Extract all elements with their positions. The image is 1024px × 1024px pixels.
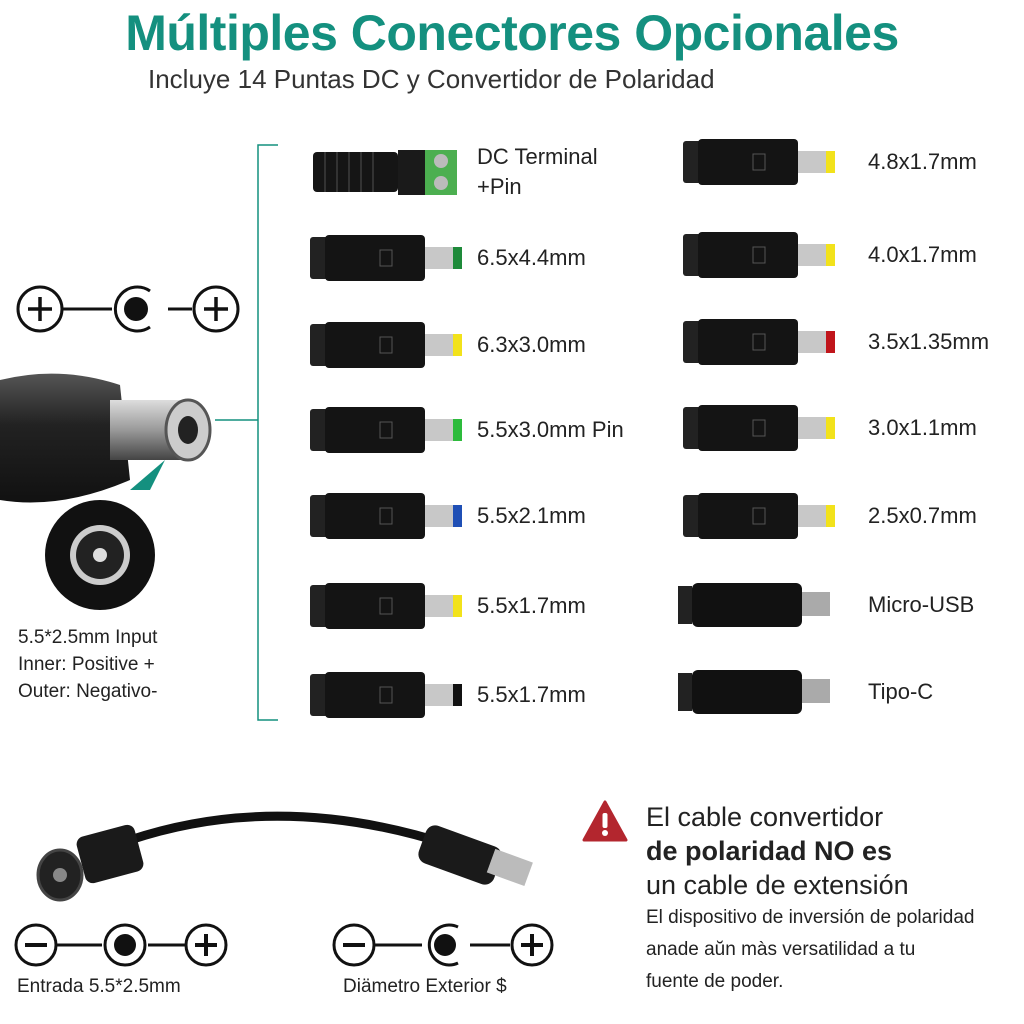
connector-label: 6.5x4.4mm: [477, 245, 586, 270]
connector-label: 3.0x1.1mm: [868, 415, 977, 440]
bracket-lines: [215, 144, 278, 721]
inner-polarity: Inner: Positive +: [18, 654, 155, 675]
connector-label: 3.5x1.35mm: [868, 329, 990, 354]
warning-body-2: anade aŭn màs versatilidad a tu: [646, 939, 916, 960]
barrel-connector-image: [310, 672, 462, 718]
polarity-cable-image: [36, 811, 533, 902]
barrel-connector-image: [310, 583, 462, 629]
output-polarity-symbol: [332, 923, 554, 967]
connector-label: 5.5x1.7mm: [477, 682, 586, 707]
connector-label: 4.8x1.7mm: [868, 149, 977, 174]
connector-label: 6.3x3.0mm: [477, 332, 586, 357]
connector-label: DC Terminal +Pin: [477, 144, 598, 199]
terminal-connector-image: [313, 150, 457, 195]
usb-connector-image: [678, 670, 830, 714]
warning-body-3: fuente de poder.: [646, 971, 784, 992]
barrel-connector-image: [310, 407, 462, 453]
barrel-connector-image: [683, 405, 835, 451]
dc-plug-image: [0, 373, 212, 610]
connector-label: 5.5x3.0mm Pin: [477, 417, 624, 442]
page-subtitle: Incluye 14 Puntas DC y Convertidor de Po…: [148, 64, 715, 94]
barrel-connector-image: [310, 322, 462, 368]
connector-label: 4.0x1.7mm: [868, 242, 977, 267]
barrel-connector-image: [683, 493, 835, 539]
output-caption: Diämetro Exterior $: [343, 976, 507, 997]
warning-line-3: un cable de extensión: [646, 870, 909, 900]
barrel-connector-image: [683, 319, 835, 365]
connector-label: Micro-USB: [868, 592, 975, 617]
warning-body-1: El dispositivo de inversión de polaridad: [646, 907, 975, 928]
page-title: Múltiples Conectores Opcionales: [125, 5, 899, 61]
input-caption: Entrada 5.5*2.5mm: [17, 976, 181, 997]
connector-label: 2.5x0.7mm: [868, 503, 977, 528]
barrel-connector-image: [310, 493, 462, 539]
polarity-symbol: [16, 285, 240, 333]
warning-line-1: El cable convertidor: [646, 802, 884, 832]
outer-polarity: Outer: Negativo-: [18, 681, 158, 702]
connector-label: 5.5x1.7mm: [477, 593, 586, 618]
warning-triangle-icon: [582, 800, 628, 842]
barrel-connector-image: [310, 235, 462, 281]
warning-line-2: de polaridad NO es: [646, 836, 893, 866]
input-polarity-symbol: [14, 923, 228, 967]
barrel-connector-image: [683, 232, 835, 278]
connector-label: Tipo-C: [868, 679, 934, 704]
input-spec: 5.5*2.5mm Input: [18, 627, 158, 648]
connector-label: 5.5x2.1mm: [477, 503, 586, 528]
usb-connector-image: [678, 583, 830, 627]
barrel-connector-image: [683, 139, 835, 185]
